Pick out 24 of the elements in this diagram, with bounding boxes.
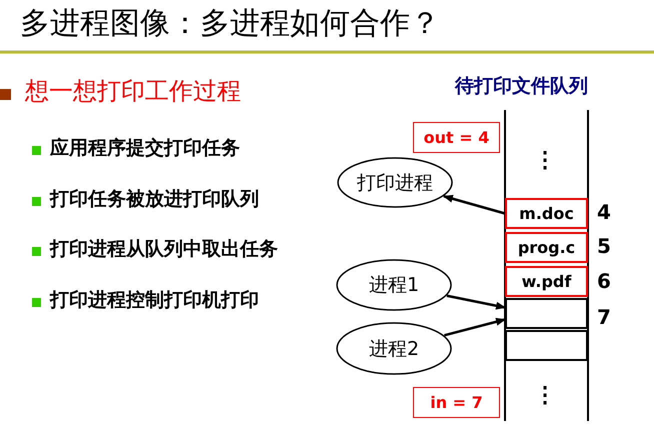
queue-slot: [505, 298, 588, 329]
queue-heading: 待打印文件队列: [455, 75, 588, 98]
arrow: [444, 318, 506, 337]
bullet-text: 打印进程从队列中取出任务: [50, 238, 278, 261]
process-ellipse: 进程1: [336, 259, 452, 311]
bullet-text: 应用程序提交打印任务: [50, 137, 240, 160]
pointer-box: in = 7: [413, 387, 500, 418]
queue-slot: w.pdf: [505, 266, 588, 297]
index-number: 7: [597, 305, 611, 329]
index-number: 5: [597, 234, 611, 258]
slide-title: 多进程图像：多进程如何合作？: [20, 6, 440, 42]
section-heading: 想一想打印工作过程: [25, 77, 241, 106]
index-number: 6: [597, 269, 611, 293]
pointer-box: out = 4: [413, 122, 500, 153]
index-number: 4: [597, 200, 611, 224]
queue-slot: prog.c: [505, 232, 588, 263]
process-ellipse: 打印进程: [337, 157, 453, 208]
process-ellipse: 进程2: [336, 322, 452, 375]
queue-slot: m.doc: [505, 198, 588, 229]
bullet-text: 打印任务被放进打印队列: [50, 188, 259, 211]
bullet-text: 打印进程控制打印机打印: [50, 289, 259, 312]
arrow: [446, 294, 506, 310]
queue-slot: [505, 330, 588, 361]
arrow: [442, 194, 506, 215]
